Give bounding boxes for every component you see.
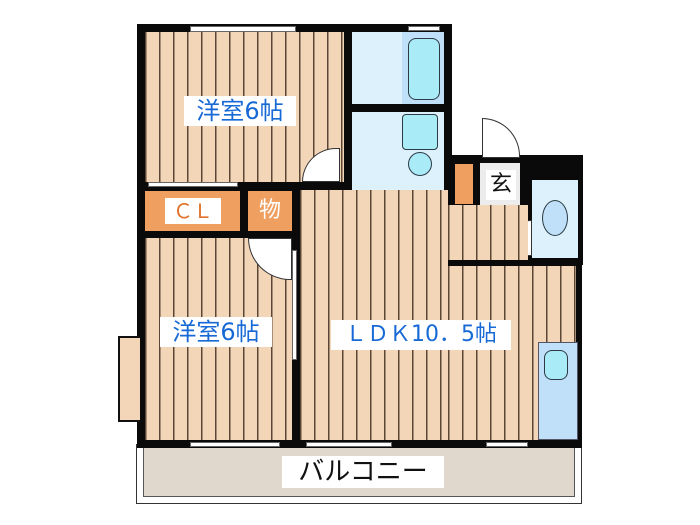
bay-window[interactable]	[118, 336, 140, 422]
window-ldk-2[interactable]	[486, 442, 528, 447]
closet-door[interactable]	[148, 182, 238, 187]
toilet-icon	[542, 200, 568, 236]
entrance-label: 玄	[486, 170, 516, 200]
room-western-north	[145, 32, 344, 182]
room-label-ldk: ＬＤＫ10．5帖	[331, 320, 511, 350]
washer-toilet-icon	[408, 152, 432, 176]
kitchen-sink-icon	[544, 350, 568, 380]
bathtub-icon	[408, 38, 440, 100]
window-south-room[interactable]	[190, 442, 280, 447]
room-label-western-south: 洋室6帖	[160, 317, 272, 347]
room-label-western-north: 洋室6帖	[184, 96, 296, 126]
shoe-closet	[455, 164, 473, 204]
bath-window[interactable]	[408, 26, 440, 31]
room-ldk-hall	[448, 205, 528, 260]
closet-label: ＣＬ	[165, 198, 221, 224]
entrance-door[interactable]	[482, 118, 520, 158]
window-ldk-1[interactable]	[306, 442, 392, 447]
sink-icon	[402, 114, 438, 150]
window-north[interactable]	[190, 26, 296, 32]
balcony	[136, 444, 582, 504]
balcony-label: バルコニー	[282, 456, 444, 488]
sliding-door-partition[interactable]	[292, 250, 297, 360]
storage-label-text: 物	[253, 196, 287, 226]
room-ldk	[300, 190, 448, 440]
washroom-upper	[352, 32, 404, 104]
